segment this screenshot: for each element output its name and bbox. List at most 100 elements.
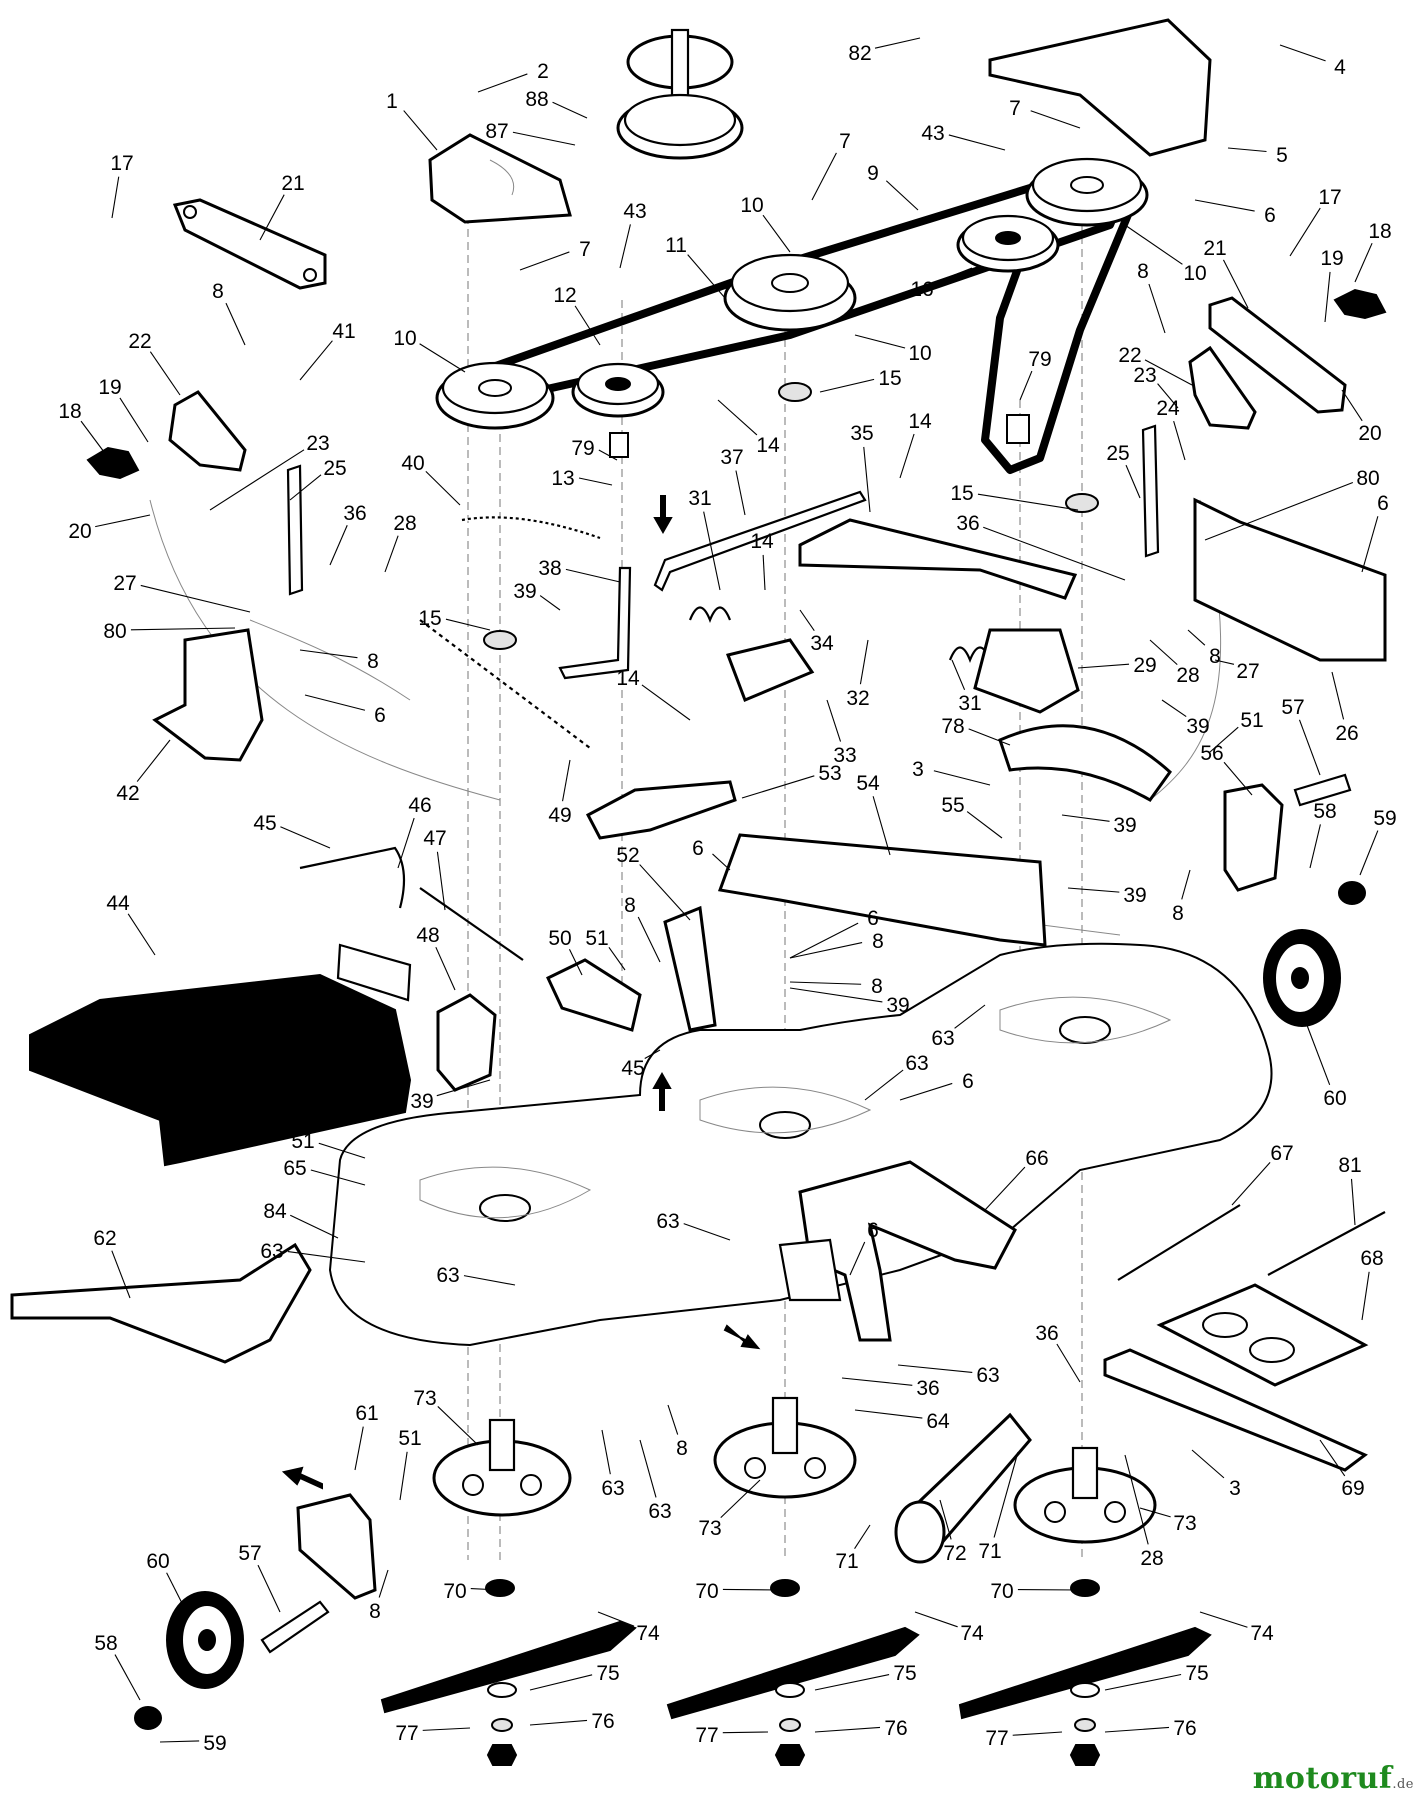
part-number: 73: [1173, 1512, 1196, 1535]
leader-line: [136, 739, 171, 782]
leader-line: [1350, 1178, 1356, 1226]
leader-line: [1309, 824, 1321, 869]
roller-72: [894, 1412, 1032, 1564]
leader-line: [529, 1719, 588, 1726]
rod-38: [558, 566, 632, 680]
callout-9: 9: [867, 162, 919, 211]
leader-line: [966, 811, 1003, 839]
part-number: 46: [408, 794, 431, 817]
callout-8: 8: [299, 649, 379, 673]
part-number: 17: [110, 152, 133, 175]
callout-59: 59: [159, 1732, 227, 1755]
leader-line: [1289, 207, 1321, 257]
callout-77: 77: [985, 1727, 1063, 1750]
wheel-cap-59-left: [134, 1706, 162, 1730]
callout-5: 5: [1227, 144, 1288, 167]
leader-line: [933, 770, 991, 786]
part-number: 58: [1313, 800, 1336, 823]
part-number: 18: [1368, 220, 1391, 243]
spindle-73-centre: [713, 1396, 857, 1499]
part-number: 22: [128, 330, 151, 353]
part-number: 10: [740, 194, 763, 217]
rod-81: [1267, 1211, 1386, 1276]
part-number: 8: [1209, 645, 1221, 668]
callout-11: 11: [665, 234, 726, 299]
leader-line: [1148, 283, 1166, 334]
leader-line: [436, 1079, 491, 1097]
callout-6: 6: [1194, 199, 1276, 227]
spacer-79-right: [1006, 414, 1030, 444]
leader-line: [114, 1654, 141, 1701]
leader-line: [899, 433, 915, 479]
callout-73: 73: [413, 1387, 479, 1446]
leader-line: [735, 470, 746, 516]
part-number: 65: [283, 1157, 306, 1180]
part-number: 63: [976, 1364, 999, 1387]
callout-39: 39: [1161, 699, 1210, 738]
part-number: 6: [1264, 204, 1276, 227]
callout-14: 14: [750, 530, 774, 591]
leader-line: [80, 420, 111, 461]
leader-line: [863, 446, 871, 513]
part-number: 70: [695, 1580, 718, 1603]
part-number: 32: [846, 687, 869, 710]
part-number: 35: [850, 422, 873, 445]
leader-line: [722, 1731, 769, 1734]
callout-50: 50: [548, 927, 583, 976]
bracket-48: [436, 993, 497, 1092]
part-number: 23: [306, 432, 329, 455]
leader-line: [1223, 761, 1253, 796]
blade-74-centre: [666, 1626, 920, 1720]
leader-line: [299, 649, 358, 659]
part-number: 10: [908, 342, 931, 365]
leader-line: [425, 470, 461, 506]
part-number: 10: [1183, 262, 1206, 285]
callout-41: 41: [299, 320, 356, 381]
leader-line: [849, 1241, 866, 1276]
leader-line: [1144, 359, 1193, 386]
part-number: 48: [416, 924, 439, 947]
part-number: 39: [513, 580, 536, 603]
part-number: 55: [941, 794, 964, 817]
part-number: 71: [978, 1540, 1001, 1563]
leader-line: [1199, 1611, 1248, 1628]
callout-70: 70: [695, 1580, 781, 1603]
bracket-42: [152, 628, 264, 762]
part-number: 27: [113, 572, 136, 595]
leader-line: [95, 514, 151, 528]
leader-line: [1222, 259, 1249, 309]
leader-line: [436, 851, 446, 911]
guard-78: [998, 724, 1172, 802]
part-number: 9: [867, 162, 879, 185]
part-number: 20: [68, 520, 91, 543]
part-number: 8: [1137, 260, 1149, 283]
callout-63: 63: [656, 1210, 731, 1241]
callout-6: 6: [849, 1219, 879, 1276]
callout-72: 72: [939, 1499, 967, 1565]
part-number: 38: [538, 557, 561, 580]
leader-line: [789, 987, 883, 1003]
part-number: 10: [393, 327, 416, 350]
bracket-52: [663, 905, 717, 1032]
leader-line: [1124, 224, 1183, 265]
spring-31-a: [688, 606, 732, 623]
callout-39: 39: [789, 987, 910, 1017]
part-number: 56: [1200, 742, 1223, 765]
leader-line: [574, 305, 601, 346]
callout-63: 63: [436, 1264, 516, 1287]
callout-14: 14: [717, 399, 780, 457]
callout-56: 56: [1200, 742, 1253, 796]
leader-line: [897, 1364, 973, 1373]
callout-76: 76: [529, 1710, 615, 1733]
callout-27: 27: [1214, 659, 1260, 683]
callout-54: 54: [856, 772, 891, 856]
leader-line: [762, 554, 766, 591]
callout-55: 55: [941, 794, 1003, 839]
callout-81: 81: [1338, 1154, 1362, 1226]
part-number: 37: [720, 446, 743, 469]
leader-line: [437, 1406, 479, 1446]
callout-7: 7: [519, 238, 591, 271]
callout-33: 33: [826, 699, 857, 767]
part-number: 33: [833, 744, 856, 767]
